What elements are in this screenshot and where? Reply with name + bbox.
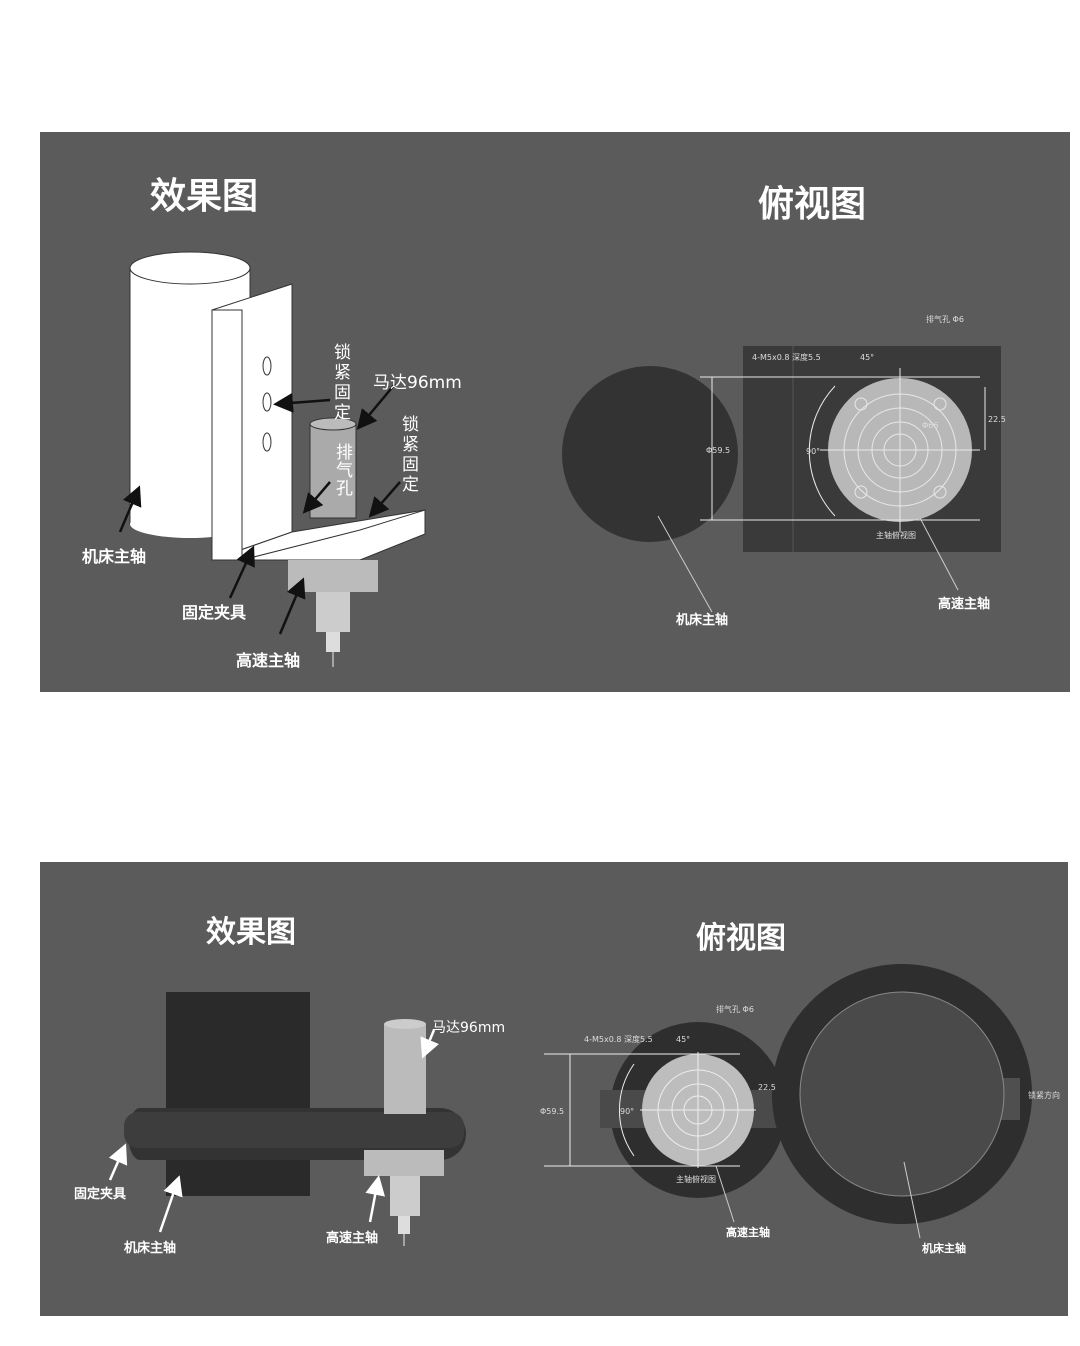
- fixture-label: 固定夹具: [182, 603, 246, 622]
- dim-vent: 排气孔 Φ6: [926, 314, 964, 324]
- diagram-panel-horizontal-mount: 效果图 俯视图 马达96mm 固定夹具 机床主轴 高速主轴 排气孔 Φ6: [40, 862, 1068, 1316]
- clamp-ring-large: [772, 964, 1032, 1224]
- top-view-title-2: 俯视图: [696, 921, 786, 956]
- motor-label-2: 马达96mm: [432, 1020, 505, 1036]
- top-hs-spindle-label-2: 高速主轴: [726, 1225, 770, 1239]
- machine-spindle: [166, 992, 310, 1196]
- machine-spindle-top: [562, 366, 738, 542]
- dim-dia: Φ59.5: [706, 446, 730, 455]
- svg-text:紧: 紧: [402, 435, 419, 455]
- effect-title: 效果图: [150, 176, 258, 217]
- dim-slot-2: 锁紧方向: [1028, 1090, 1060, 1100]
- spindle-top-view: [700, 368, 986, 532]
- top-machine-spindle-label: 机床主轴: [676, 612, 728, 628]
- dim-dia-2: Φ59.5: [540, 1107, 564, 1116]
- top-hs-spindle-label: 高速主轴: [938, 596, 990, 612]
- vent-hole-label: 排 气 孔: [336, 443, 353, 499]
- spindle-top-view-2: [544, 1052, 756, 1168]
- diagram-panel-vertical-mount: 效果图 俯视图 锁 紧 固 定 马达96mm 锁: [40, 132, 1070, 692]
- lock-fix-label-1: 锁 紧 固 定: [334, 343, 351, 423]
- dim-45-2: 45°: [676, 1035, 690, 1044]
- lock-fix-label-2: 锁 紧 固 定: [402, 415, 419, 495]
- hs-spindle-label: 高速主轴: [236, 651, 300, 670]
- dim-45: 45°: [860, 353, 874, 362]
- dim-thread-2: 4-M5x0.8 深度5.5: [584, 1034, 653, 1044]
- svg-text:气: 气: [336, 461, 353, 481]
- effect-title-2: 效果图: [206, 915, 296, 950]
- svg-text:排: 排: [336, 443, 353, 463]
- dim-view: 主轴俯视图: [876, 530, 916, 540]
- dim-22-2: 22.5: [758, 1083, 776, 1092]
- svg-text:定: 定: [334, 403, 351, 423]
- fixture-label-2: 固定夹具: [74, 1186, 126, 1202]
- dim-90-2: 90°: [620, 1107, 634, 1116]
- dim-22: 22.5: [988, 415, 1006, 424]
- machine-spindle-label-2: 机床主轴: [124, 1240, 176, 1256]
- high-speed-spindle-2: [364, 1019, 444, 1246]
- dim-vent-2: 排气孔 Φ6: [716, 1004, 754, 1014]
- svg-text:紧: 紧: [334, 363, 351, 383]
- dim-view-2: 主轴俯视图: [676, 1174, 716, 1184]
- svg-text:固: 固: [402, 455, 419, 475]
- motor-label: 马达96mm: [373, 373, 462, 393]
- dim-90: 90°: [806, 447, 820, 456]
- svg-text:孔: 孔: [336, 479, 353, 499]
- dim-66: Φ66: [922, 421, 938, 430]
- machine-spindle-label: 机床主轴: [82, 547, 146, 566]
- top-machine-spindle-label-2: 机床主轴: [922, 1241, 966, 1255]
- top-view-title: 俯视图: [758, 184, 866, 225]
- hs-spindle-label-2: 高速主轴: [326, 1230, 378, 1246]
- svg-text:锁: 锁: [402, 415, 419, 435]
- svg-text:定: 定: [402, 475, 419, 495]
- dim-thread: 4-M5x0.8 深度5.5: [752, 352, 821, 362]
- svg-text:固: 固: [334, 383, 351, 403]
- svg-text:锁: 锁: [334, 343, 351, 363]
